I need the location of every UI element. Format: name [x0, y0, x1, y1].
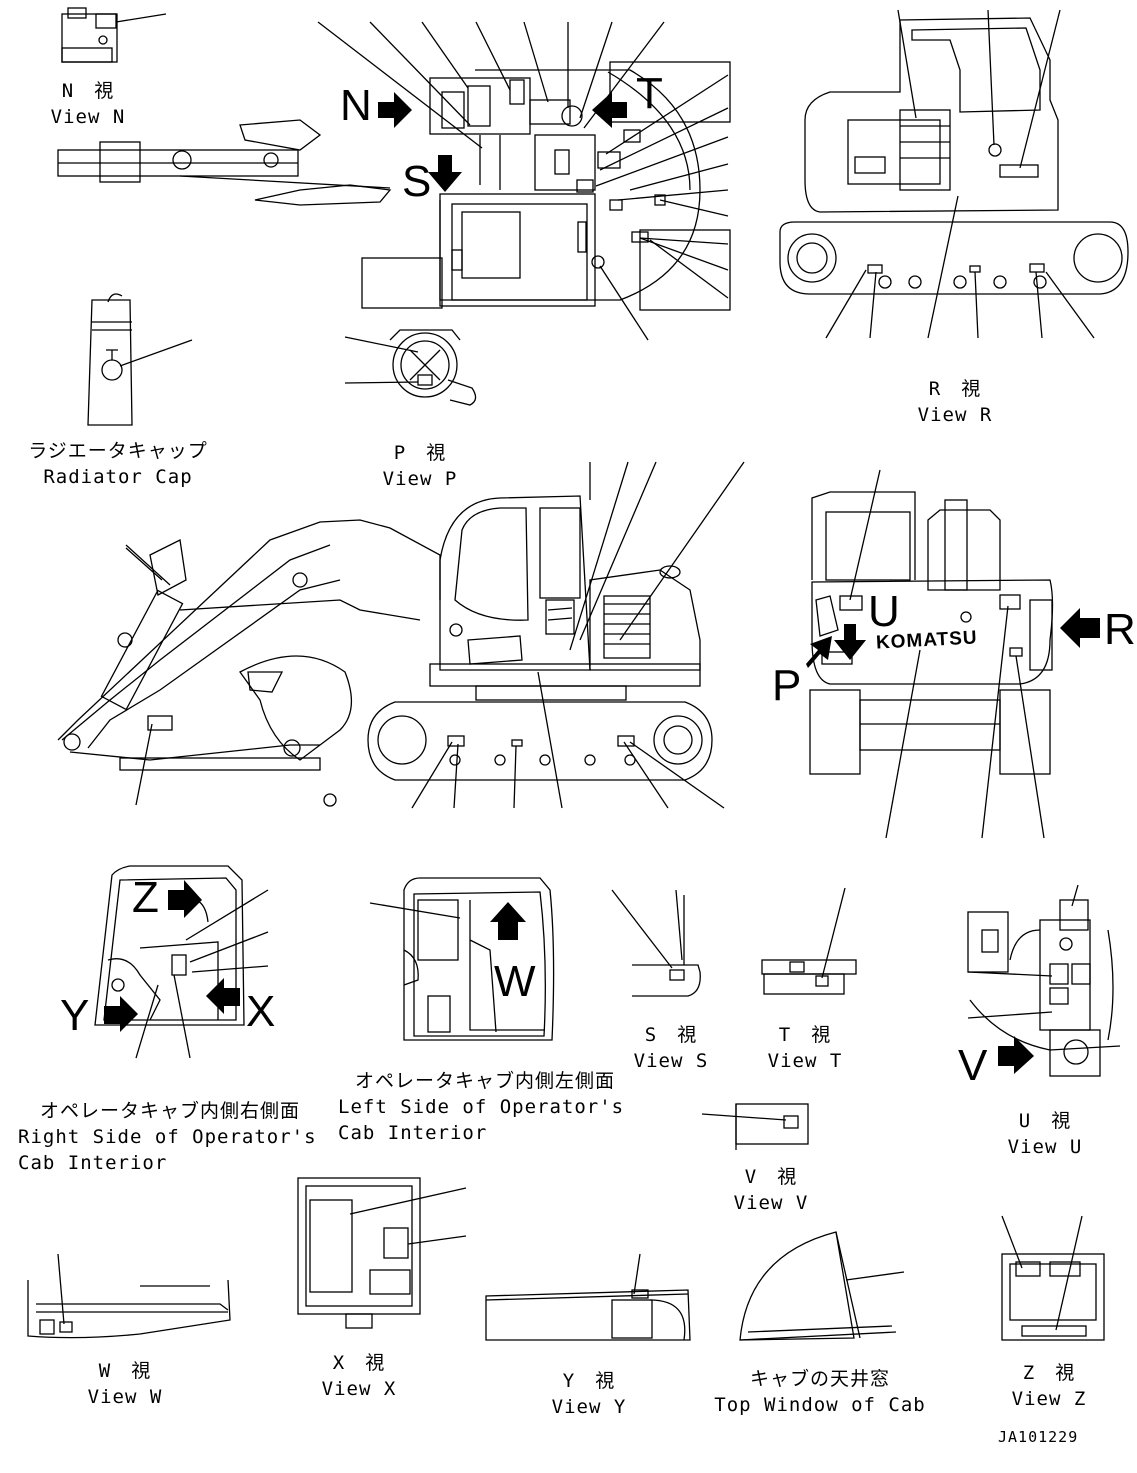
leader-line-icon — [115, 13, 167, 23]
view-x-drawing — [297, 1177, 467, 1329]
view-u-en: View U — [1007, 1136, 1083, 1158]
view-v-ja: V 視 — [744, 1166, 798, 1188]
view-s-en: View S — [633, 1050, 709, 1072]
cab-right-en1: Right Side of Operator's — [18, 1126, 317, 1148]
view-r-drawing — [779, 9, 1129, 339]
view-letter-s: S — [402, 157, 432, 206]
view-arrow-icon — [378, 92, 412, 128]
view-r-ja: R 視 — [928, 378, 982, 400]
view-y-drawing — [485, 1253, 691, 1341]
cab-right-caption-en: Right Side of Operator's Cab Interior — [18, 1124, 338, 1176]
view-letter-z: Z — [132, 873, 159, 922]
view-w-en: View W — [87, 1386, 163, 1408]
view-t-en: View T — [767, 1050, 843, 1072]
view-p-caption: P 視 View P — [360, 440, 480, 492]
cab-right-ja: オペレータキャブ内側右側面 — [39, 1100, 300, 1122]
view-letter-w: W — [494, 957, 536, 1006]
top-window-en: Top Window of Cab — [714, 1394, 926, 1416]
view-letter-u: U — [868, 587, 900, 636]
top-plan-drawing — [57, 21, 731, 341]
view-p-ja: P 視 — [393, 442, 447, 464]
view-s-caption: S 視 View S — [616, 1022, 726, 1074]
view-letter-t: T — [636, 69, 663, 118]
view-t-ja: T 視 — [778, 1024, 832, 1046]
machine-side-drawing — [57, 461, 745, 809]
view-z-caption: Z 視 View Z — [994, 1360, 1104, 1412]
cab-left-caption: オペレータキャブ内側左側面 — [330, 1068, 640, 1094]
view-n-ja: N 視 — [61, 80, 115, 102]
view-arrow-icon — [168, 880, 202, 918]
view-v-en: View V — [733, 1192, 809, 1214]
radiator-cap-drawing — [87, 293, 193, 426]
view-z-en: View Z — [1011, 1388, 1087, 1410]
view-arrow-icon — [834, 624, 866, 660]
view-y-caption: Y 視 View Y — [534, 1368, 644, 1420]
cab-left-interior-drawing — [369, 877, 555, 1041]
view-p-en: View P — [382, 468, 458, 490]
view-n-caption: N 視 View N — [40, 78, 136, 130]
view-n-drawing — [61, 7, 167, 63]
view-arrow-icon — [104, 996, 138, 1032]
view-arrow-icon — [998, 1036, 1034, 1074]
view-letter-x: X — [246, 987, 276, 1036]
view-u-caption: U 視 View U — [990, 1108, 1100, 1160]
view-y-en: View Y — [551, 1396, 627, 1418]
view-r-en: View R — [917, 404, 993, 426]
view-p-drawing — [344, 329, 477, 406]
view-arrow-icon — [428, 155, 462, 192]
radiator-cap-en: Radiator Cap — [43, 466, 193, 488]
view-w-ja: W 視 — [98, 1360, 152, 1382]
view-x-en: View X — [321, 1378, 397, 1400]
view-w-drawing — [27, 1253, 231, 1339]
cab-left-caption-en: Left Side of Operator's Cab Interior — [338, 1094, 648, 1146]
view-y-ja: Y 視 — [562, 1370, 616, 1392]
view-z-drawing — [1001, 1215, 1105, 1341]
view-t-caption: T 視 View T — [750, 1022, 860, 1074]
cab-right-interior-drawing — [94, 865, 269, 1059]
view-w-caption: W 視 View W — [70, 1358, 180, 1410]
view-letter-n: N — [340, 81, 372, 130]
top-window-ja: キャブの天井窓 — [749, 1368, 890, 1390]
view-arrow-icon — [490, 902, 526, 940]
view-u-ja: U 視 — [1018, 1110, 1072, 1132]
rear-detail-drawing — [809, 469, 1054, 839]
radiator-cap-caption: ラジエータキャップ Radiator Cap — [18, 438, 218, 490]
view-r-caption: R 視 View R — [880, 376, 1030, 428]
view-s-ja: S 視 — [644, 1024, 698, 1046]
view-u-drawing — [967, 884, 1121, 1077]
view-v-drawing — [701, 1103, 809, 1150]
view-n-en: View N — [50, 106, 126, 128]
view-arrow-icon — [806, 636, 832, 668]
view-letter-r: R — [1104, 605, 1136, 654]
cab-left-en1: Left Side of Operator's — [338, 1096, 625, 1118]
view-letter-y: Y — [60, 991, 90, 1040]
view-arrow-icon — [1060, 608, 1100, 648]
top-window-caption: キャブの天井窓 Top Window of Cab — [700, 1366, 940, 1418]
drawing-code: JA101229 — [998, 1428, 1079, 1446]
cab-right-en2: Cab Interior — [18, 1152, 168, 1174]
view-s-drawing — [611, 889, 701, 997]
view-v-caption: V 視 View V — [716, 1164, 826, 1216]
view-x-caption: X 視 View X — [304, 1350, 414, 1402]
view-x-ja: X 視 — [332, 1352, 386, 1374]
top-window-drawing — [739, 1231, 905, 1341]
view-arrow-icon — [206, 978, 240, 1014]
cab-left-ja: オペレータキャブ内側左側面 — [354, 1070, 615, 1092]
view-z-ja: Z 視 — [1022, 1362, 1076, 1384]
view-letter-p: P — [772, 661, 802, 710]
radiator-cap-ja: ラジエータキャップ — [28, 440, 208, 462]
view-t-drawing — [761, 887, 857, 995]
view-letter-v: V — [958, 1041, 988, 1090]
cab-left-en2: Cab Interior — [338, 1122, 488, 1144]
cab-right-caption: オペレータキャブ内側右側面 — [10, 1098, 330, 1124]
view-arrow-icon — [592, 92, 627, 128]
